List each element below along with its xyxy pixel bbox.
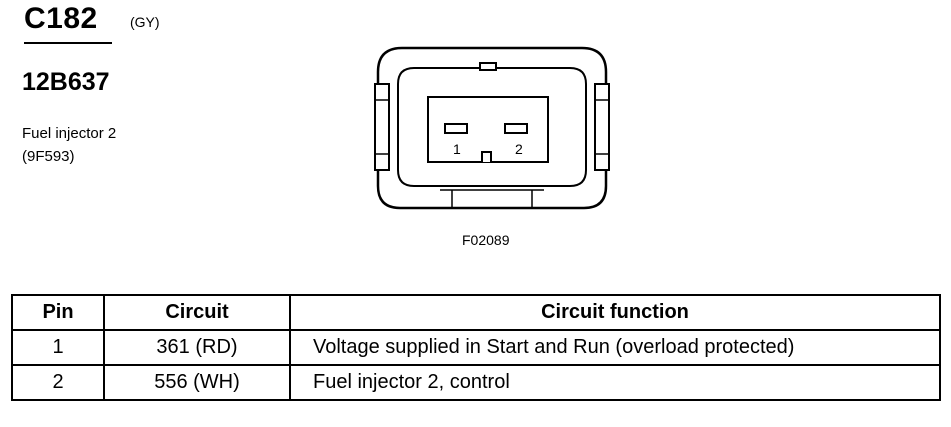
- connector-outer-shell: [376, 46, 608, 210]
- connector-id-underline: [24, 42, 112, 44]
- pin-number: 2: [11, 364, 105, 401]
- polarizing-notch: [481, 151, 492, 162]
- pin-table-header-row: Pin Circuit Circuit function: [11, 294, 941, 331]
- connector-id: C182: [24, 2, 98, 35]
- part-number: 12B637: [22, 68, 110, 96]
- table-row: 1 361 (RD) Voltage supplied in Start and…: [11, 329, 941, 366]
- pin-1-slot: [444, 123, 468, 134]
- connector-left-rib: [374, 83, 390, 171]
- pin-number: 1: [11, 329, 105, 366]
- pin-table: Pin Circuit Circuit function 1 361 (RD) …: [11, 294, 941, 401]
- header-circuit-function: Circuit function: [289, 294, 941, 331]
- connector-latch-tab: [479, 62, 497, 71]
- circuit-function: Voltage supplied in Start and Run (overl…: [289, 329, 941, 366]
- pin-2-label: 2: [515, 141, 523, 157]
- component-description: Fuel injector 2: [22, 125, 117, 142]
- circuit-id: 361 (RD): [103, 329, 291, 366]
- component-code: (9F593): [22, 148, 75, 165]
- connector-color-code: (GY): [130, 14, 160, 30]
- circuit-function: Fuel injector 2, control: [289, 364, 941, 401]
- header-circuit: Circuit: [103, 294, 291, 331]
- pin-1-label: 1: [453, 141, 461, 157]
- connector-right-rib: [594, 83, 610, 171]
- circuit-id: 556 (WH): [103, 364, 291, 401]
- connector-inner-outline: [397, 67, 587, 187]
- figure-code: F02089: [462, 232, 510, 248]
- table-row: 2 556 (WH) Fuel injector 2, control: [11, 364, 941, 401]
- pin-2-slot: [504, 123, 528, 134]
- connector-face-diagram: 1 2: [374, 46, 610, 210]
- header-pin: Pin: [11, 294, 105, 331]
